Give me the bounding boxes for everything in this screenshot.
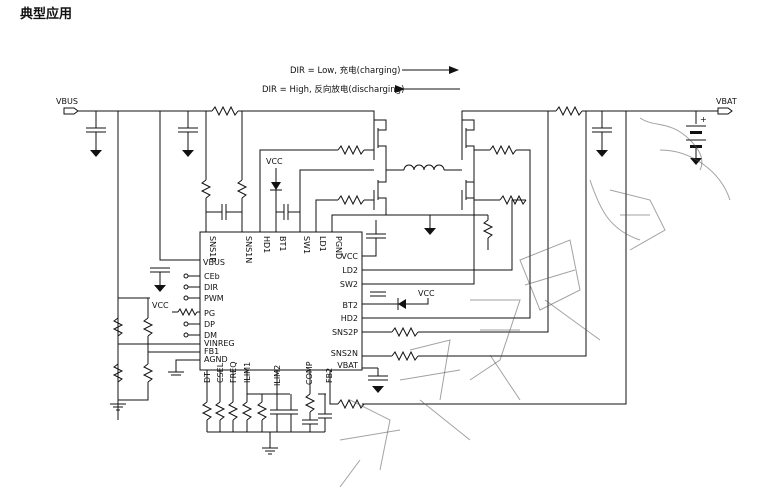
- discharging-direction-label: DIR = High, 反向放电(discharging): [262, 84, 404, 95]
- vbat-rail-label: VBAT: [716, 97, 737, 106]
- vbat-capacitor-1: [592, 111, 612, 157]
- battery-icon: +: [686, 111, 707, 165]
- pin-dir-label: DIR: [204, 283, 219, 292]
- pin-vcc-label: VCC: [341, 252, 358, 261]
- controller-ic-body: [199, 231, 363, 371]
- bridge2-gate-wiring: [362, 144, 531, 319]
- ground-icon: [372, 386, 384, 393]
- sns1-sense-network: [200, 111, 248, 232]
- ic-top-pins: SNS1P SNS1N HD1 BT1 SW1 LD1 PGND: [208, 236, 343, 263]
- vbus-capacitor-1: [86, 111, 106, 157]
- diode-icon: [398, 299, 406, 309]
- pin-dm-label: DM: [204, 331, 217, 340]
- pin-pgnd-label: PGND: [334, 236, 343, 259]
- ground-icon: [182, 150, 194, 157]
- bridge1-gate-wiring: VCC: [259, 144, 384, 232]
- watermark-graphic: [339, 117, 731, 487]
- vbus-pin-wire: [117, 111, 200, 420]
- pin-pg-label: PG: [204, 309, 215, 318]
- right-side-pins-wiring: VCC: [362, 220, 435, 393]
- svg-text:+: +: [700, 115, 707, 124]
- pin-hd1-label: HD1: [262, 236, 271, 253]
- ic-right-pins: VCC LD2 SW2 BT2 HD2 SNS2P SNS2N VBAT: [331, 252, 359, 370]
- pin-vinreg-label: VINREG: [204, 339, 235, 348]
- pin-bt1-label: BT1: [278, 236, 287, 251]
- vbus-rail-wire: [78, 105, 375, 140]
- pin-fb1-label: FB1: [204, 347, 219, 356]
- page-title: 典型应用: [20, 7, 73, 22]
- pin-ld2-label: LD2: [342, 266, 358, 275]
- vbus-connector-icon: [63, 107, 79, 115]
- ground-icon: [90, 150, 102, 157]
- mosfet-q4-icon: [461, 170, 475, 215]
- pin-dp-label: DP: [204, 320, 215, 329]
- ground-icon: [154, 285, 166, 292]
- pin-agnd-label: AGND: [204, 355, 228, 364]
- ground-icon: [690, 158, 702, 165]
- pin-sns2p-label: SNS2P: [332, 328, 358, 337]
- vbat-rail-wire: [461, 105, 718, 140]
- pin-ld1-label: LD1: [318, 236, 327, 252]
- pin-bt2-label: BT2: [343, 301, 358, 310]
- pgnd-ground: [384, 214, 494, 250]
- ic-left-pins: VBUS CEb DIR PWM PG DP DM VINREG FB1 AGN…: [203, 258, 235, 364]
- pin-vbat-label: VBAT: [337, 361, 358, 370]
- bottom-resistor-network: [201, 370, 365, 455]
- pin-sns2n-label: SNS2N: [331, 349, 358, 358]
- inductor-icon: [403, 164, 445, 171]
- pin-sns1n-label: SNS1N: [244, 236, 253, 263]
- pin-hd2-label: HD2: [341, 314, 358, 323]
- diode-icon: [271, 182, 281, 190]
- pin-sw1-label: SW1: [302, 236, 311, 254]
- mosfet-q1-icon: [373, 111, 387, 170]
- vbus-capacitor-2: [178, 111, 198, 157]
- sns2-sense-wiring: [362, 111, 627, 405]
- charging-direction-label: DIR = Low, 充电(charging): [290, 65, 400, 76]
- vbat-connector-icon: [717, 107, 733, 115]
- ic-left-terminals: VCC: [152, 273, 200, 338]
- ground-icon: [596, 150, 608, 157]
- pin-sw2-label: SW2: [340, 280, 358, 289]
- ic-bottom-pins: DT CSEL FREQ ILIM1 ILIM2 COMP FB2: [203, 361, 334, 386]
- vinreg-fb1-dividers: [110, 297, 200, 411]
- pin-sns1p-label: SNS1P: [208, 236, 217, 262]
- vbus-rail-label: VBUS: [56, 97, 78, 106]
- mosfet-q3-icon: [461, 119, 475, 170]
- pin-ceb-label: CEb: [204, 272, 220, 281]
- mosfet-q2-icon: [373, 170, 387, 215]
- vcc-label-3: VCC: [152, 301, 169, 310]
- vcc-label-2: VCC: [418, 289, 435, 298]
- vcc-label: VCC: [266, 157, 283, 166]
- ground-icon: [424, 228, 436, 235]
- pin-pwm-label: PWM: [204, 294, 224, 303]
- pin-vbus-label: VBUS: [203, 258, 225, 267]
